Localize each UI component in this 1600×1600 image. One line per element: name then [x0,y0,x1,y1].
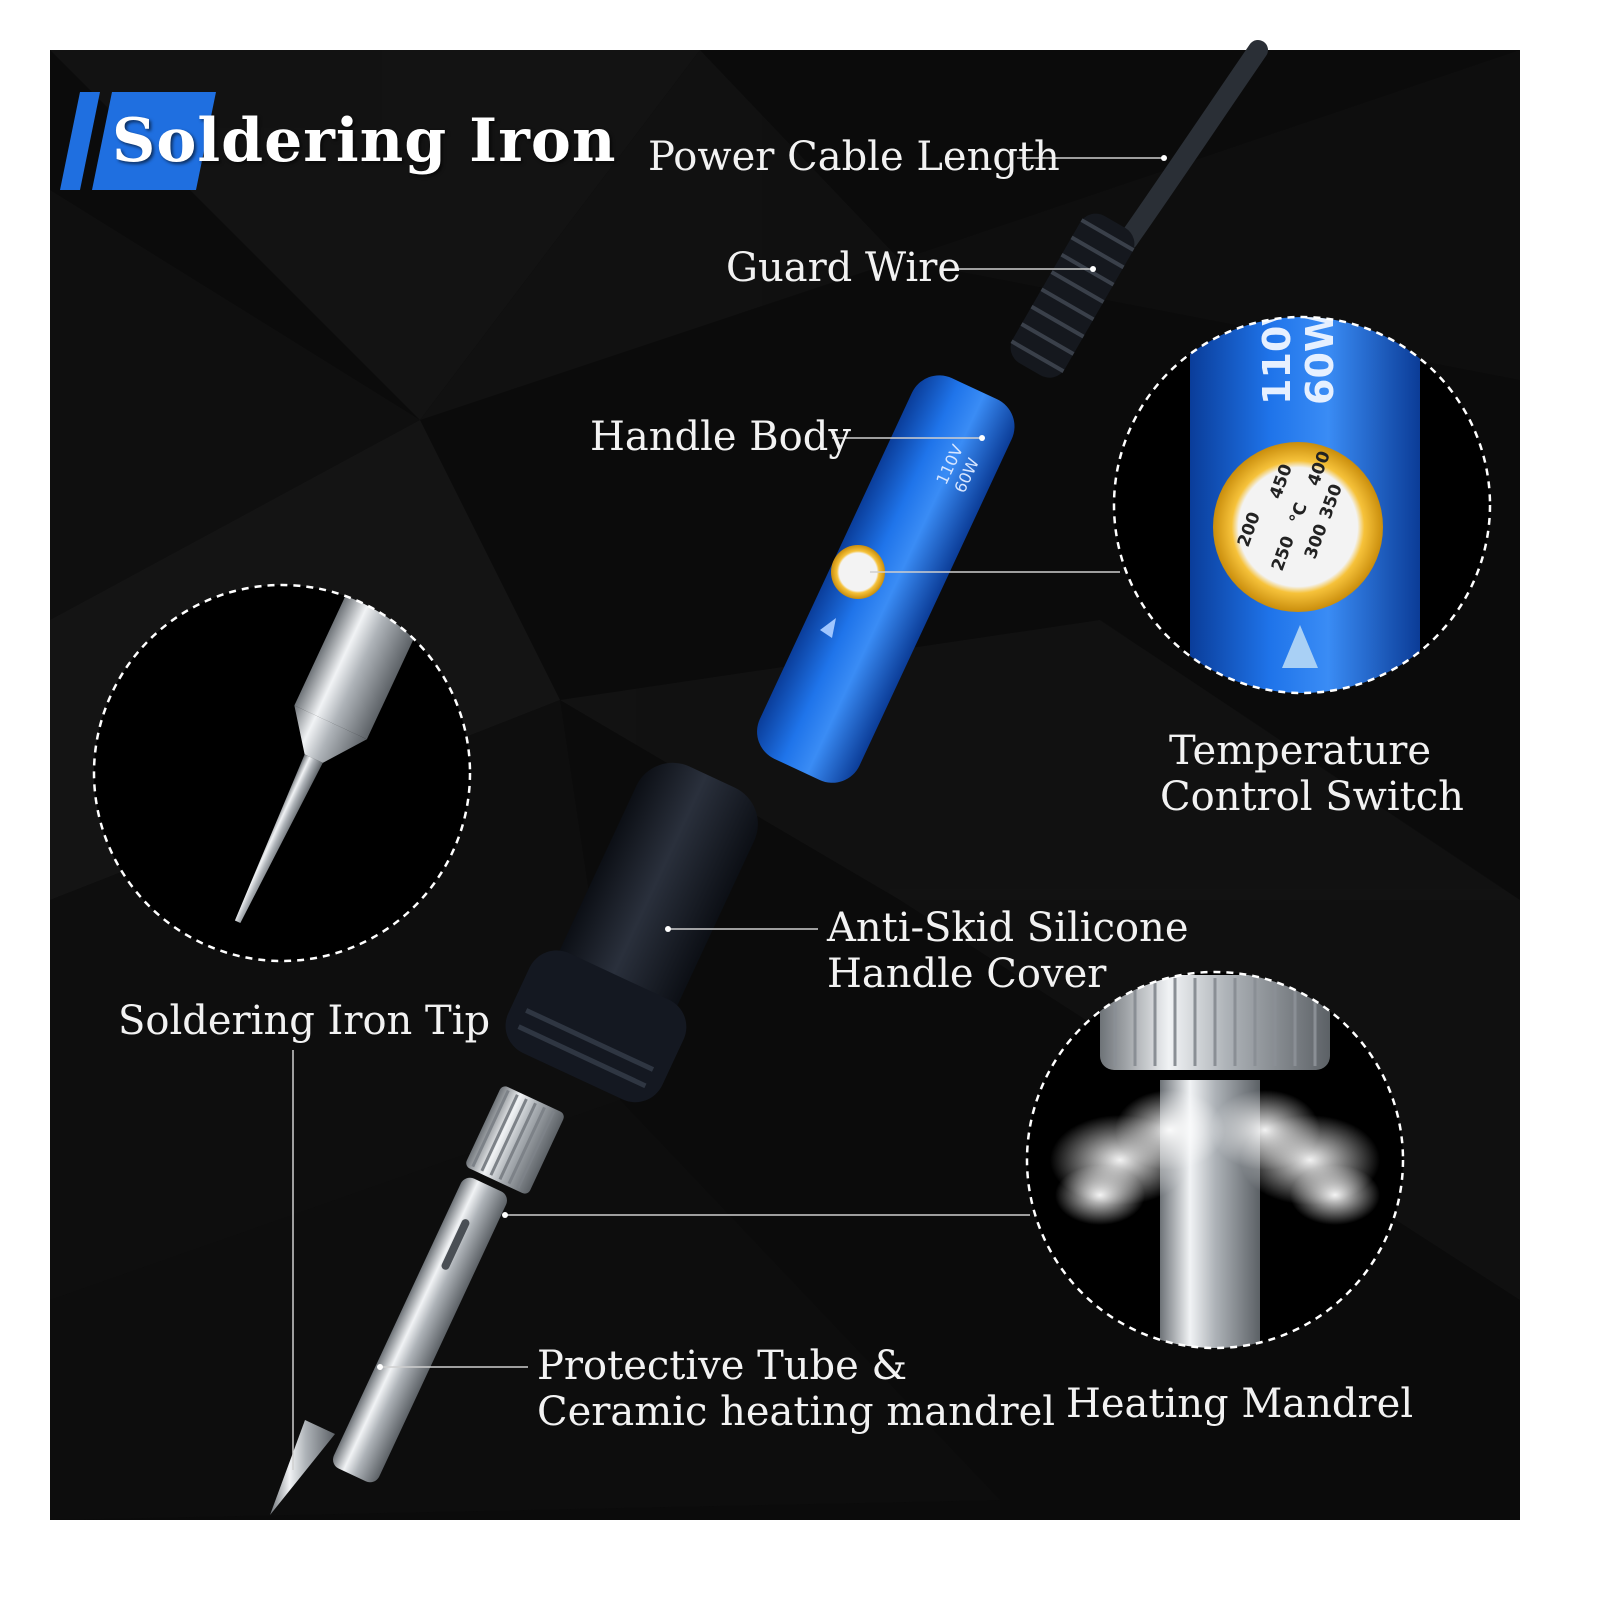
detail-circle-dial: 110V 60W 200 250 300 350 400 450 °C [1112,296,1492,695]
label-anti-skid-line2: Handle Cover [827,951,1107,997]
leader-lines [292,157,1164,1470]
handle-arrow-icon [820,618,836,638]
label-heating-mandrel: Heating Mandrel [1066,1381,1414,1427]
label-handle-body: Handle Body [590,414,851,460]
silicone-cover [505,762,758,1103]
dial-arrow-icon [1282,625,1318,668]
page-title: Soldering Iron [112,106,617,176]
title-bars [60,92,216,190]
guard-wire [1010,213,1135,378]
power-cable [1118,40,1268,250]
label-anti-skid: Anti-Skid Silicone Handle Cover [827,905,1188,997]
dial-knob [1213,442,1383,612]
dial-voltage-text: 110V [1255,296,1299,405]
label-power-cable: Power Cable Length [648,134,1060,180]
label-protective-tube-line2: Ceramic heating mandrel [537,1389,1056,1435]
dial-wattage-text: 60W [1298,310,1342,405]
label-iron-tip: Soldering Iron Tip [118,998,491,1044]
handle-temperature-dial [831,545,885,599]
detail-circle-mandrel [1025,970,1405,1350]
iron-tip [270,1420,335,1515]
handle-body: 110V 60W [757,375,1015,783]
label-temperature-switch-line1: Temperature [1168,728,1432,774]
label-protective-tube-line1: Protective Tube & [537,1343,908,1389]
label-temperature-switch: Temperature Control Switch [1160,728,1464,820]
title-bar-wide [92,92,216,190]
label-protective-tube: Protective Tube & Ceramic heating mandre… [537,1343,1055,1435]
label-temperature-switch-line2: Control Switch [1160,774,1464,820]
label-guard-wire: Guard Wire [726,245,961,291]
leader-dots [377,155,1167,1370]
title-bar-thin [60,92,100,190]
knurled-nut [466,1086,564,1194]
steam-cloud [1050,1090,1380,1225]
label-anti-skid-line1: Anti-Skid Silicone [827,905,1189,951]
protective-tube [333,1177,507,1483]
